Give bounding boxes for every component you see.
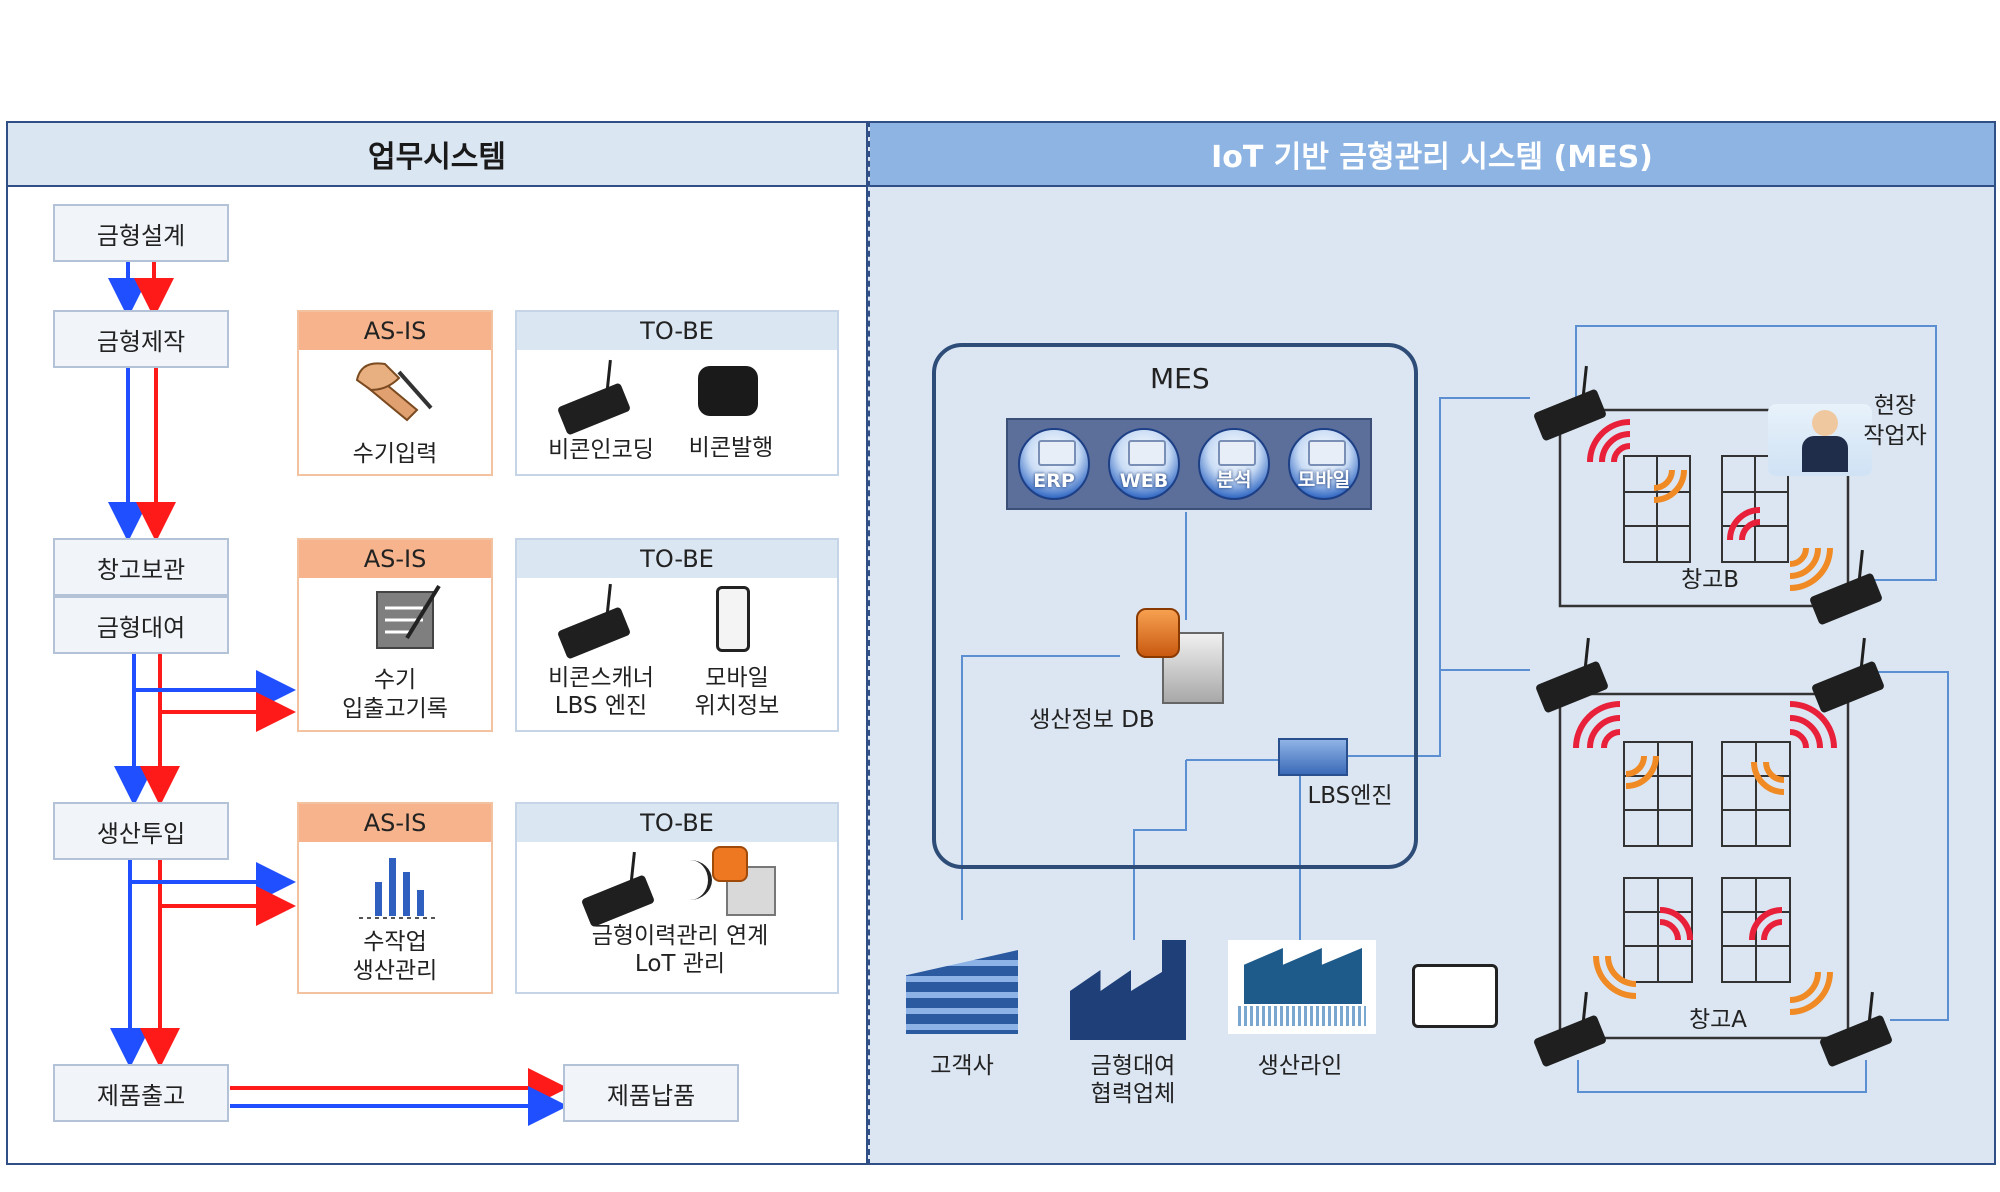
- mes-module-bar: ERP WEB 분석 모바일: [1006, 418, 1372, 510]
- tobe-caption-history-line1: 금형이력관리 연계: [591, 923, 769, 949]
- tobe-caption-mobile-line2: 위치정보: [694, 693, 780, 719]
- beacon-icon: [1816, 1002, 1896, 1068]
- tobe-header: TO-BE: [517, 540, 837, 578]
- asis-header: AS-IS: [299, 312, 491, 350]
- paper-record-icon: [376, 584, 441, 649]
- asis-caption-2-line2: 입출고기록: [342, 696, 448, 722]
- lbs-engine-label: LBS엔진: [1307, 783, 1393, 809]
- field-worker-label-line2: 작업자: [1863, 423, 1927, 449]
- warehouse-a-label: 창고A: [1680, 1006, 1756, 1035]
- asis-card-1: AS-IS 수기입력: [297, 310, 493, 476]
- analysis-module-label: 분석: [1216, 469, 1252, 491]
- step-mold-rental: 금형대여: [53, 596, 229, 654]
- beacon-icon: [1530, 1002, 1610, 1068]
- step-mold-design: 금형설계: [53, 204, 229, 262]
- asis-caption-3-line2: 생산관리: [352, 958, 438, 984]
- asis-header: AS-IS: [299, 540, 491, 578]
- iot-mes-title: IoT 기반 금형관리 시스템 (MES): [870, 123, 1994, 187]
- warehouse-b-label: 창고B: [1672, 566, 1748, 595]
- business-system-title: 업무시스템: [8, 123, 866, 187]
- mes-title: MES: [1150, 362, 1210, 395]
- tobe-caption-scanner-line2: LBS 엔진: [554, 693, 648, 719]
- factory-icon: [1070, 940, 1196, 1040]
- beacon-icon: [1530, 376, 1610, 442]
- erp-module-icon: ERP: [1018, 428, 1090, 500]
- bar-chart-icon: [359, 858, 439, 919]
- mobile-module-icon: 모바일: [1288, 428, 1360, 500]
- asis-card-3: AS-IS 수작업 생산관리: [297, 802, 493, 994]
- step-mold-making: 금형제작: [53, 310, 229, 368]
- database-server-icon: [712, 846, 778, 916]
- asis-caption-2-line1: 수기: [373, 667, 417, 693]
- step-warehouse-storage: 창고보관: [53, 538, 229, 596]
- asis-card-2: AS-IS 수기 입출고기록: [297, 538, 493, 732]
- tobe-card-1: TO-BE: [515, 310, 839, 476]
- field-worker-icon: [1768, 404, 1872, 476]
- tobe-caption-issue: 비콘발행: [688, 435, 774, 461]
- tobe-caption-history-line2: LoT 관리: [634, 951, 726, 977]
- signal-wave-icon: [668, 860, 712, 900]
- tobe-header: TO-BE: [517, 804, 837, 842]
- erp-module-label: ERP: [1033, 470, 1075, 492]
- step-product-delivery: 제품납품: [563, 1064, 739, 1122]
- office-building-icon: [900, 930, 1024, 1034]
- production-db-server-icon: [1136, 608, 1232, 708]
- partner-label-line2: 협력업체: [1090, 1081, 1176, 1107]
- forklift-icon: [1412, 964, 1498, 1028]
- customer-label: 고객사: [930, 1053, 994, 1079]
- beacon-icon: [1532, 648, 1612, 714]
- handwriting-icon: [355, 362, 433, 422]
- production-db-label: 생산정보 DB: [1029, 707, 1155, 733]
- tobe-caption-mobile-line1: 모바일: [705, 665, 769, 691]
- mes-system-box: [932, 343, 1418, 869]
- step-product-shipping: 제품출고: [53, 1064, 229, 1122]
- beacon-tag-icon: [698, 366, 758, 416]
- web-module-label: WEB: [1119, 470, 1169, 492]
- mobile-module-label: 모바일: [1297, 469, 1351, 491]
- step-production-input: 생산투입: [53, 802, 229, 860]
- tobe-caption-encoding: 비콘인코딩: [548, 437, 654, 463]
- production-line-icon: [1228, 940, 1376, 1034]
- panel-divider: [868, 121, 870, 1165]
- web-module-icon: WEB: [1108, 428, 1180, 500]
- analysis-module-icon: 분석: [1198, 428, 1270, 500]
- lbs-engine-server-icon: [1278, 738, 1348, 776]
- beacon-icon: [1806, 560, 1886, 626]
- partner-label-line1: 금형대여: [1090, 1053, 1176, 1079]
- field-worker-label-line1: 현장: [1873, 393, 1917, 419]
- asis-caption-1: 수기입력: [352, 441, 438, 467]
- mobile-phone-icon: [716, 586, 750, 652]
- tobe-card-3: TO-BE: [515, 802, 839, 994]
- tobe-caption-scanner-line1: 비콘스캐너: [548, 665, 654, 691]
- tobe-header: TO-BE: [517, 312, 837, 350]
- production-line-label: 생산라인: [1257, 1053, 1343, 1079]
- asis-header: AS-IS: [299, 804, 491, 842]
- beacon-icon: [1808, 648, 1888, 714]
- asis-caption-3-line1: 수작업: [363, 929, 427, 955]
